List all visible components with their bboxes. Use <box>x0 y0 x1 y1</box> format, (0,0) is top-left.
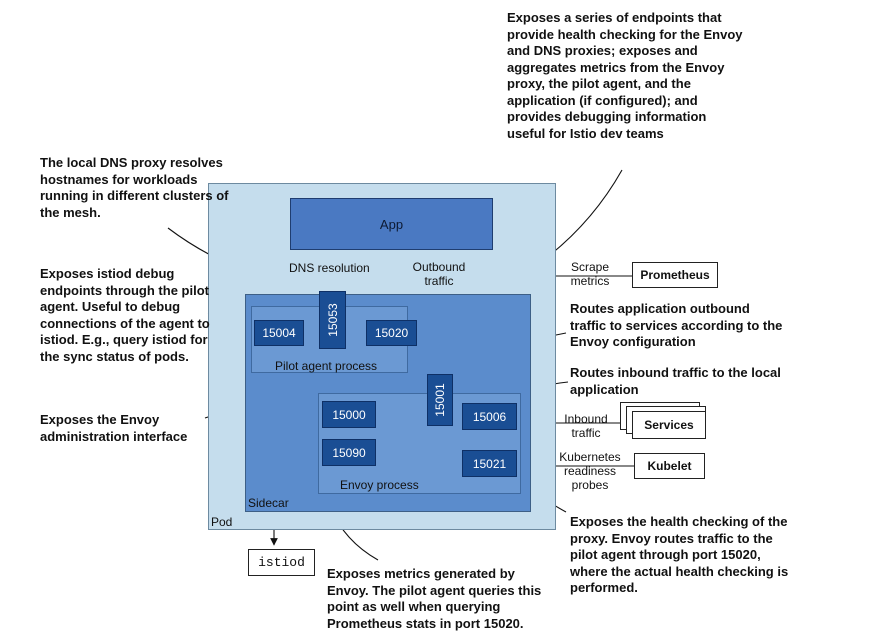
note-dns-proxy: The local DNS proxy resolves hostnames f… <box>40 155 229 220</box>
port-15090: 15090 <box>322 439 376 466</box>
sidecar-label: Sidecar <box>248 496 289 510</box>
outbound-traffic-label: Outbound traffic <box>412 260 466 288</box>
note-outbound-routing: Routes application outbound traffic to s… <box>570 301 783 349</box>
note-health-check: Exposes the health checking of the proxy… <box>570 514 789 595</box>
port-15021: 15021 <box>462 450 517 477</box>
envoy-process-label: Envoy process <box>340 478 419 492</box>
note-inbound-routing: Routes inbound traffic to the local appl… <box>570 365 781 397</box>
prometheus-box: Prometheus <box>632 262 718 288</box>
scrape-metrics-label: Scrape metrics <box>570 260 610 288</box>
dns-resolution-label: DNS resolution <box>289 261 370 275</box>
pod-label: Pod <box>211 515 233 529</box>
note-istiod-debug: Exposes istiod debug endpoints through t… <box>40 266 210 364</box>
port-15001: 15001 <box>427 374 453 426</box>
note-envoy-admin: Exposes the Envoy administration interfa… <box>40 412 188 444</box>
pilot-agent-process-label: Pilot agent process <box>275 359 378 373</box>
kubernetes-readiness-probes-label: Kubernetes readiness probes <box>559 450 621 492</box>
port-15006: 15006 <box>462 403 517 430</box>
app-box: App <box>290 198 493 250</box>
services-box: Services <box>632 411 706 439</box>
kubelet-box: Kubelet <box>634 453 705 479</box>
inbound-traffic-label: Inbound traffic <box>564 412 608 440</box>
port-15000: 15000 <box>322 401 376 428</box>
note-envoy-metrics: Exposes metrics generated by Envoy. The … <box>327 566 542 631</box>
port-15004: 15004 <box>254 320 304 346</box>
istiod-box: istiod <box>248 549 315 576</box>
port-15020: 15020 <box>366 320 417 346</box>
port-15053: 15053 <box>319 291 346 349</box>
app-label: App <box>379 216 404 232</box>
note-health-metrics: Exposes a series of endpoints that provi… <box>507 10 743 141</box>
